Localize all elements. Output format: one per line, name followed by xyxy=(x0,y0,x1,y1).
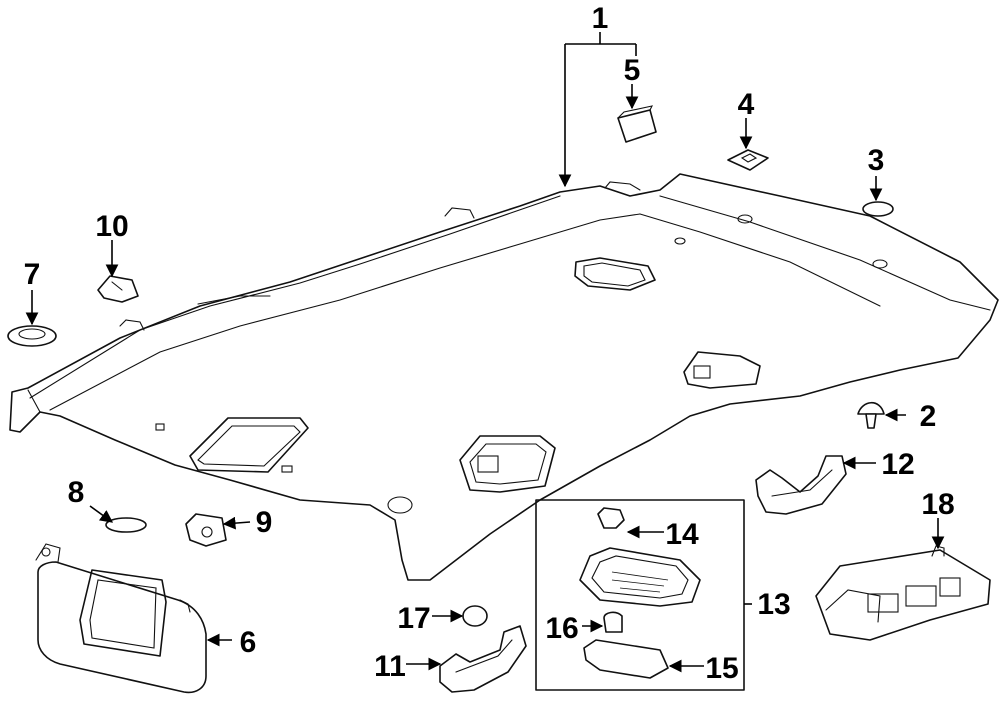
callout-10: 10 xyxy=(95,210,128,243)
headliner-panel xyxy=(9,173,999,581)
callout-16: 16 xyxy=(545,612,578,645)
part-3-cap xyxy=(862,201,894,217)
part-8-cap xyxy=(105,517,147,533)
callout-12: 12 xyxy=(881,448,914,481)
part-4-clip xyxy=(727,149,769,171)
part-18-overhead-console xyxy=(815,545,991,641)
part-17-cap xyxy=(462,605,488,627)
part-12-grab-handle xyxy=(755,455,847,515)
part-7-escutcheon xyxy=(7,325,57,347)
callout-18: 18 xyxy=(921,488,954,521)
part-11-grab-handle xyxy=(439,625,527,693)
callout-1: 1 xyxy=(592,2,609,35)
callout-5: 5 xyxy=(624,54,641,87)
callout-3: 3 xyxy=(868,144,885,177)
part-5-pad xyxy=(617,105,657,143)
callouts: 1 5 4 3 2 12 18 10 7 8 9 6 11 17 14 16 1… xyxy=(24,2,955,685)
callout-17: 17 xyxy=(397,602,430,635)
callout-7: 7 xyxy=(24,258,41,291)
callout-8: 8 xyxy=(68,476,85,509)
callout-4: 4 xyxy=(738,88,755,121)
callout-15: 15 xyxy=(705,652,738,685)
callout-2: 2 xyxy=(920,400,937,433)
callout-14: 14 xyxy=(665,518,699,551)
callout-11: 11 xyxy=(374,650,406,683)
part-2-pin xyxy=(857,401,885,429)
callout-13: 13 xyxy=(757,588,790,621)
callout-6: 6 xyxy=(240,626,257,659)
box-13-dome-lamp-assembly xyxy=(535,499,745,691)
callout-9: 9 xyxy=(256,506,273,539)
part-6-sun-visor xyxy=(35,543,207,694)
part-10-clip xyxy=(97,275,139,303)
part-9-clip xyxy=(185,513,227,547)
leaders xyxy=(25,32,945,673)
